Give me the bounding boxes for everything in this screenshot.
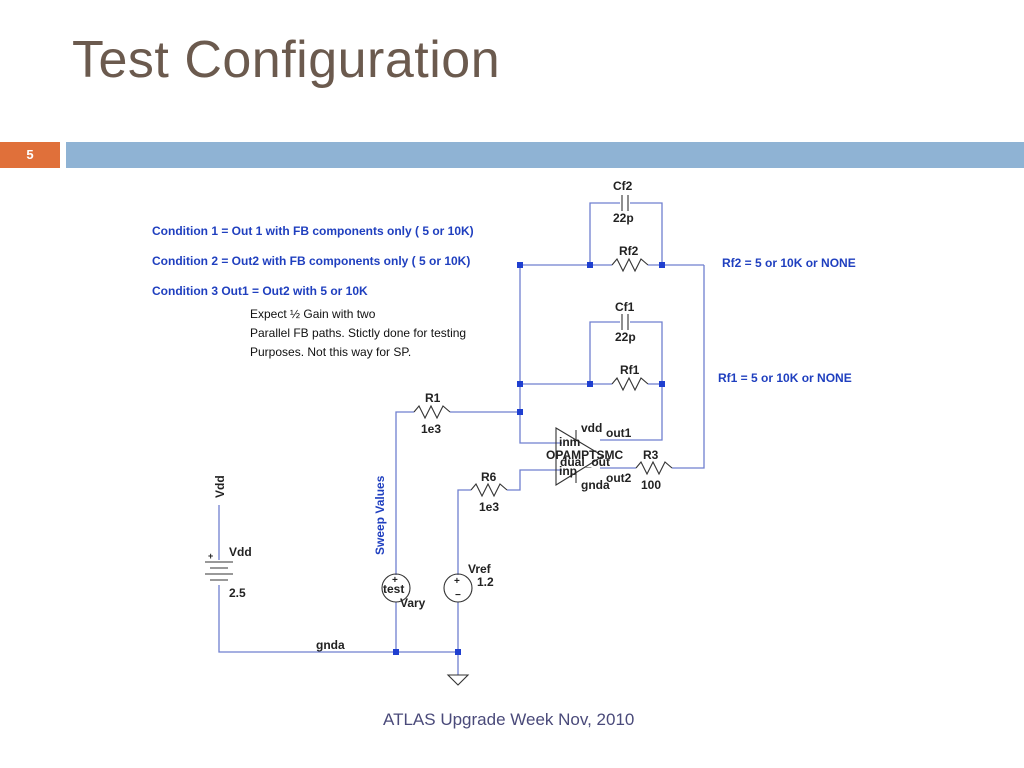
svg-text:100: 100 xyxy=(641,478,661,492)
rf2-note: Rf2 = 5 or 10K or NONE xyxy=(722,256,856,270)
svg-text:OPAMPTSMC: OPAMPTSMC xyxy=(546,448,623,462)
svg-text:Vary: Vary xyxy=(400,596,426,610)
note-line-2: Parallel FB paths. Stictly done for test… xyxy=(250,326,466,340)
rf2-resistor: Rf2 xyxy=(611,244,649,273)
svg-text:1.2: 1.2 xyxy=(477,575,494,589)
svg-text:22p: 22p xyxy=(613,211,634,225)
svg-text:R3: R3 xyxy=(643,448,659,462)
r1-resistor: R1 1e3 xyxy=(413,391,451,436)
svg-text:R1: R1 xyxy=(425,391,441,405)
svg-text:+: + xyxy=(208,551,213,561)
svg-text:R6: R6 xyxy=(481,470,497,484)
vdd-battery: Vdd + Vdd 2.5 xyxy=(205,475,252,600)
svg-text:Vdd: Vdd xyxy=(213,475,227,498)
svg-text:Cf2: Cf2 xyxy=(613,179,633,193)
svg-text:22p: 22p xyxy=(615,330,636,344)
opamp-symbol: inm inp vdd gnda out1 out2 OPAMPTSMC dua… xyxy=(546,421,632,492)
svg-text:−: − xyxy=(455,590,461,601)
svg-text:vdd: vdd xyxy=(581,421,602,435)
svg-text:Cf1: Cf1 xyxy=(615,300,635,314)
svg-text:Vdd: Vdd xyxy=(229,545,252,559)
wires xyxy=(218,202,705,675)
svg-text:inm: inm xyxy=(559,435,580,449)
svg-text:out1: out1 xyxy=(606,426,632,440)
rf1-note: Rf1 = 5 or 10K or NONE xyxy=(718,371,852,385)
footer-text: ATLAS Upgrade Week Nov, 2010 xyxy=(383,710,635,729)
ground-icon xyxy=(446,674,470,686)
svg-text:gnda: gnda xyxy=(581,478,610,492)
test-voltage-source: Sweep Values + test Vary xyxy=(373,475,426,610)
r3-resistor: R3 100 xyxy=(635,448,673,492)
svg-text:Rf1: Rf1 xyxy=(620,363,640,377)
page-title: Test Configuration xyxy=(72,31,501,89)
junction-nodes xyxy=(393,262,665,655)
note-line-1: Expect ½ Gain with two xyxy=(250,307,376,321)
svg-text:2.5: 2.5 xyxy=(229,586,246,600)
svg-text:1e3: 1e3 xyxy=(421,422,441,436)
svg-text:Vref: Vref xyxy=(468,562,492,576)
svg-text:out2: out2 xyxy=(606,471,632,485)
condition-3-text: Condition 3 Out1 = Out2 with 5 or 10K xyxy=(152,284,368,298)
gnda-net-label: gnda xyxy=(316,638,345,652)
title-divider-bar xyxy=(66,142,1024,168)
svg-text:+: + xyxy=(392,575,398,586)
svg-text:inp: inp xyxy=(559,464,577,478)
r6-resistor: R6 1e3 xyxy=(470,470,508,514)
rf1-resistor: Rf1 xyxy=(611,363,649,392)
note-line-3: Purposes. Not this way for SP. xyxy=(250,345,411,359)
vref-voltage-source: + − Vref 1.2 xyxy=(443,562,494,603)
condition-1-text: Condition 1 = Out 1 with FB components o… xyxy=(152,224,474,238)
cf1-capacitor: Cf1 22p xyxy=(615,300,636,344)
cf2-capacitor: Cf2 22p xyxy=(613,179,634,225)
condition-2-text: Condition 2 = Out2 with FB components on… xyxy=(152,254,470,268)
svg-text:Sweep Values: Sweep Values xyxy=(373,475,387,555)
svg-text:1e3: 1e3 xyxy=(479,500,499,514)
svg-text:+: + xyxy=(454,576,460,587)
svg-text:dual_out: dual_out xyxy=(560,455,610,469)
svg-text:test: test xyxy=(383,582,404,596)
svg-text:Rf2: Rf2 xyxy=(619,244,639,258)
slide-number: 5 xyxy=(0,142,60,168)
